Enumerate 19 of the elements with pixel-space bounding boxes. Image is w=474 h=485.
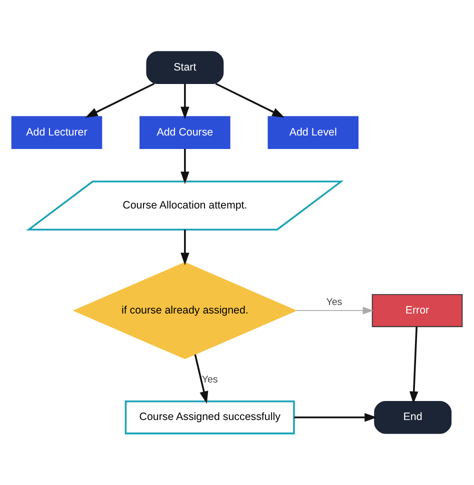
arrow [85, 82, 155, 118]
node-box: Start [146, 51, 224, 84]
arrow [180, 230, 190, 266]
node-box: End [374, 400, 452, 434]
node-diamond: if course already assigned. [72, 262, 298, 360]
node-box: Error [372, 294, 463, 328]
node-box: Add Course [140, 116, 230, 150]
arrow [296, 306, 374, 314]
edge-label: Yes [326, 297, 342, 308]
edge-label: Yes [202, 374, 218, 386]
arrow [194, 354, 208, 404]
arrow [180, 148, 190, 184]
arrow [215, 82, 285, 118]
arrow [180, 84, 190, 120]
node-box: Course Assigned successfully [124, 400, 295, 434]
arrow [294, 413, 378, 422]
node-box: Add Level [268, 116, 358, 150]
node-box: Add Lecturer [11, 116, 102, 150]
arrow [410, 326, 418, 404]
